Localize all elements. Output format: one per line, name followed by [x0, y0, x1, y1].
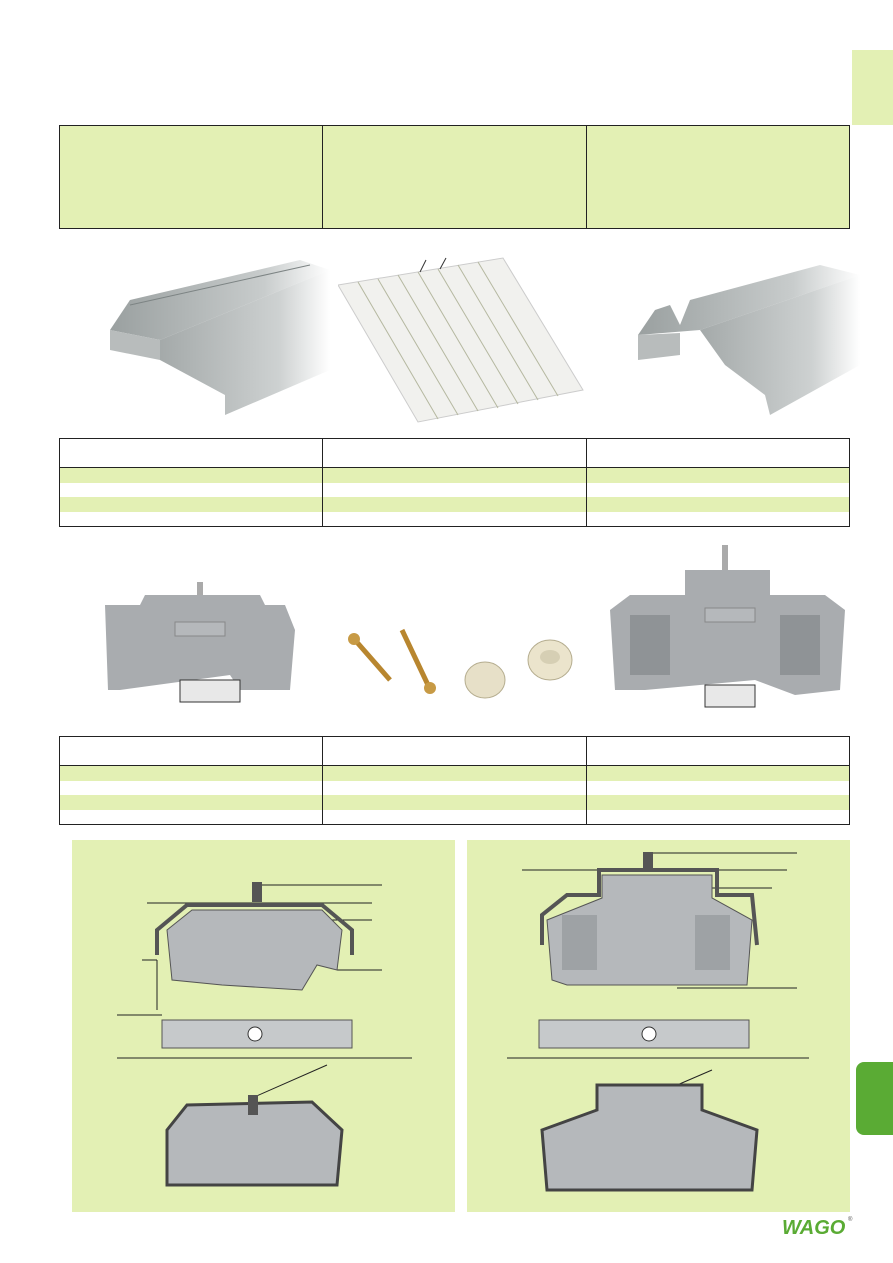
wago-logo-text: WAGO — [782, 1217, 846, 1239]
wago-logo: WAGO ® — [782, 1216, 853, 1239]
product-header-table — [58, 125, 851, 229]
header-cell — [585, 125, 851, 229]
large-end-plate-image — [610, 545, 845, 708]
cover-rail-image — [110, 260, 330, 415]
marker-strip-image — [338, 257, 584, 423]
section-tab-top — [852, 50, 893, 125]
section-tab-bottom — [856, 1062, 893, 1135]
screws-and-knobs-image — [348, 628, 573, 699]
header-cell — [322, 125, 587, 229]
header-cell — [58, 125, 324, 229]
dimension-diagram-right — [467, 840, 850, 1212]
double-cover-rail-image — [638, 265, 860, 415]
end-plate-image — [105, 582, 295, 703]
spec-table-2 — [58, 736, 851, 825]
registered-mark: ® — [848, 1216, 853, 1223]
spec-table-1 — [58, 438, 851, 527]
dimension-diagram-left — [72, 840, 455, 1212]
